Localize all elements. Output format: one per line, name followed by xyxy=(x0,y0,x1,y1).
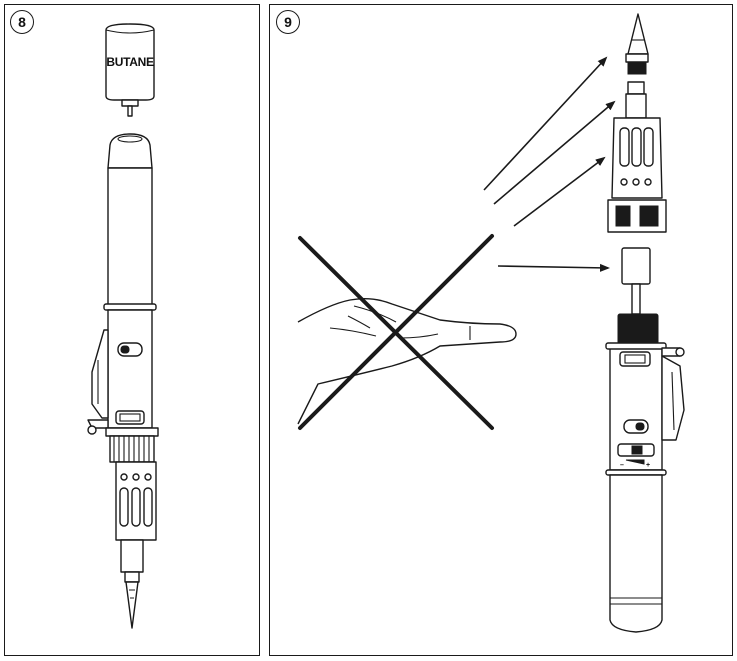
soldering-tip-part xyxy=(625,13,649,75)
prohibited-cross-icon xyxy=(298,234,494,430)
soldering-iron-body: – + xyxy=(605,247,685,633)
flame-minus-9: – xyxy=(620,462,624,469)
step-9-panel xyxy=(269,4,733,656)
butane-label: BUTANE xyxy=(106,55,154,69)
arrow-icon xyxy=(483,56,616,272)
step-8-number: 8 xyxy=(10,10,34,34)
step-8-panel xyxy=(4,4,260,656)
flame-plus-9: + xyxy=(646,462,650,469)
catalyst-tube-part xyxy=(607,81,667,233)
step-9-number: 9 xyxy=(276,10,300,34)
soldering-iron-icon: + – xyxy=(87,133,159,629)
butane-can-icon: BUTANE xyxy=(105,23,155,117)
hand-icon xyxy=(297,297,517,425)
